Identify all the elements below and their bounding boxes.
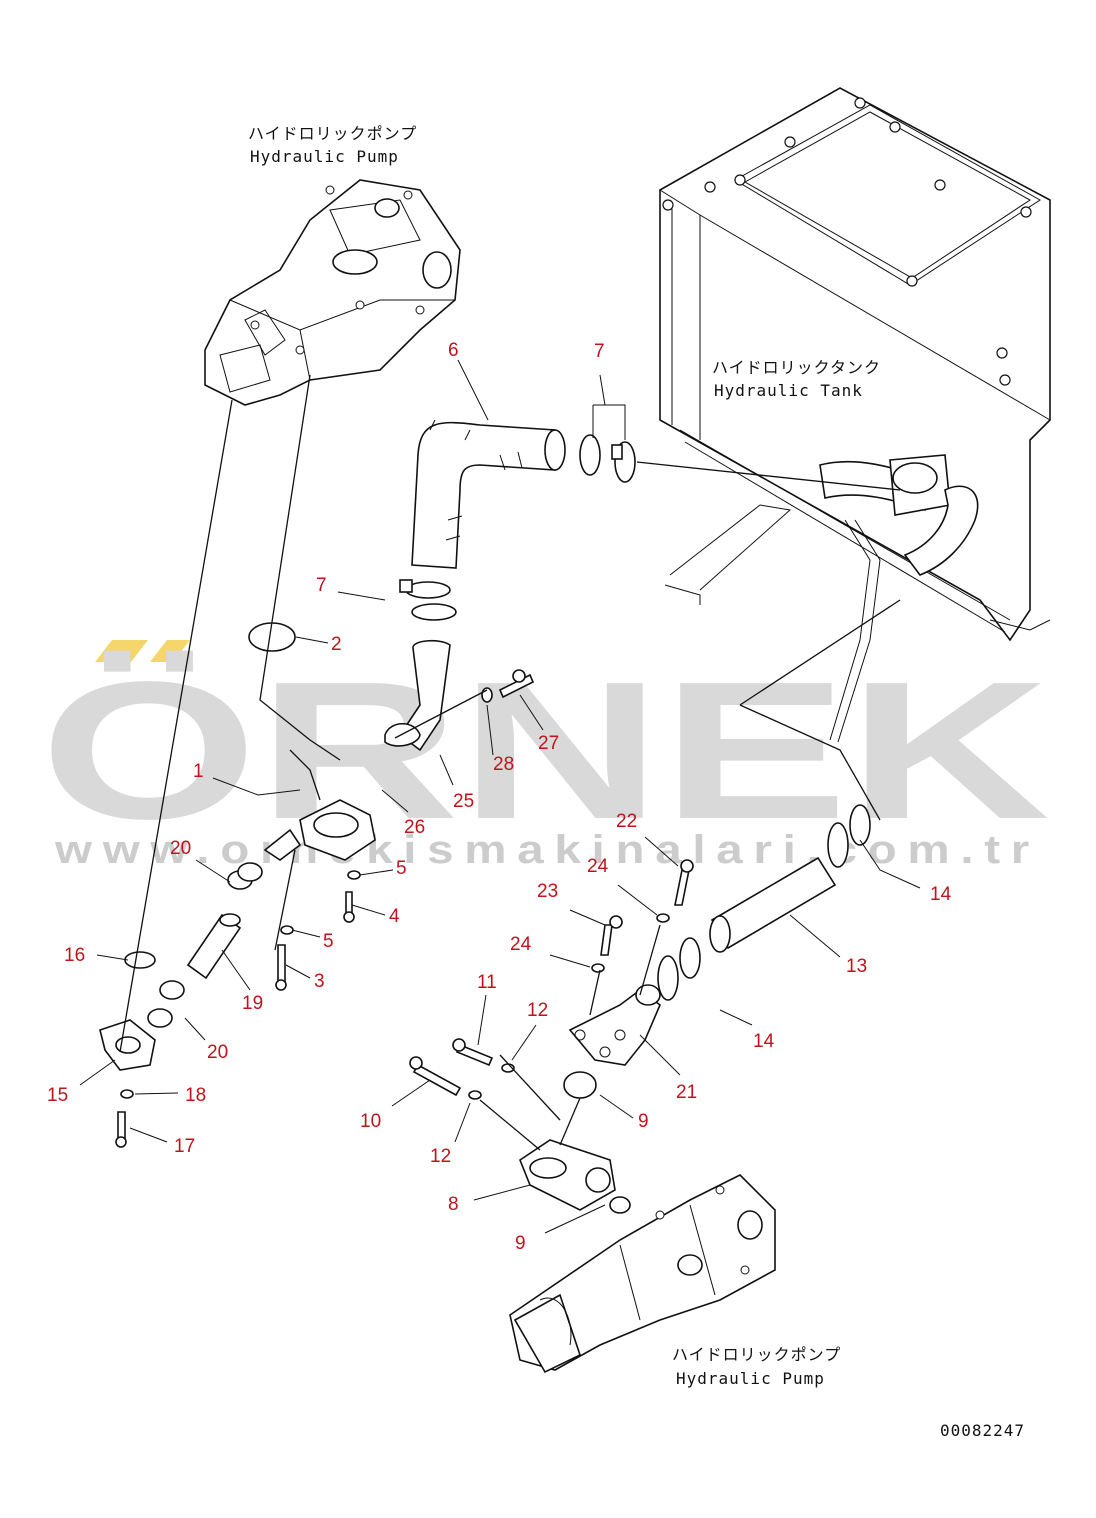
pump-top-label-en: Hydraulic Pump [250, 147, 399, 166]
callout-7a: 7 [594, 341, 605, 362]
hydraulic-pump-bottom [509, 1174, 776, 1374]
clamps-7-lower [399, 579, 457, 621]
callout-3: 3 [314, 971, 325, 992]
watermark-accent-left [95, 640, 148, 662]
flange-8 [519, 1139, 616, 1211]
callout-8: 8 [448, 1194, 459, 1215]
leader-lines [79, 359, 921, 1234]
callout-4: 4 [389, 906, 400, 927]
tank-bolts [662, 97, 1032, 386]
callout-28: 28 [493, 754, 514, 775]
callout-17: 17 [174, 1136, 195, 1157]
callout-21: 21 [676, 1082, 697, 1103]
watermark-word: ÖRNEK [40, 641, 1050, 860]
watermark-accent-right [150, 640, 190, 662]
callouts: 1 2 3 4 5 5 6 7 7 8 9 9 10 11 12 12 13 1… [47, 340, 952, 1254]
clamps-14 [657, 804, 871, 1001]
callout-11: 11 [477, 972, 497, 993]
callout-14b: 14 [753, 1031, 775, 1052]
callout-12a: 12 [527, 1000, 548, 1021]
hydraulic-pump-top [204, 179, 461, 406]
callout-5a: 5 [396, 858, 407, 879]
elbow-21 [568, 984, 661, 1066]
pump-bottom-label-ja: ハイドロリックポンプ [672, 1345, 841, 1364]
callout-9a: 9 [638, 1111, 649, 1132]
callout-24b: 24 [510, 934, 532, 955]
callout-27: 27 [538, 733, 559, 754]
callout-5b: 5 [323, 931, 334, 952]
callout-14a: 14 [930, 884, 952, 905]
hose-19 [186, 913, 242, 980]
callout-16: 16 [64, 945, 85, 966]
callout-9b: 9 [515, 1233, 526, 1254]
callout-26: 26 [404, 817, 425, 838]
flange-1 [263, 799, 376, 861]
callout-1: 1 [193, 761, 204, 782]
callout-10: 10 [360, 1111, 381, 1132]
drawing-number: 00082247 [940, 1421, 1025, 1440]
hydraulic-tank [659, 87, 1051, 743]
clamps-7-upper [579, 434, 636, 483]
callout-2: 2 [331, 634, 342, 655]
hose-6 [411, 419, 566, 569]
callout-13: 13 [846, 956, 867, 977]
callout-7b: 7 [316, 575, 327, 596]
clamps-20 [147, 862, 263, 1028]
watermark: ÖRNEK www.ornekismakinalari.com.tr [40, 640, 1050, 872]
callout-12b: 12 [430, 1146, 451, 1167]
callout-18: 18 [185, 1085, 206, 1106]
callout-23: 23 [537, 881, 558, 902]
flange-15 [99, 1019, 156, 1071]
callout-22: 22 [616, 811, 637, 832]
callout-24a: 24 [587, 856, 609, 877]
pump-bottom-label-en: Hydraulic Pump [676, 1369, 825, 1388]
hose-13 [709, 856, 837, 953]
callout-19: 19 [242, 993, 263, 1014]
callout-6: 6 [448, 340, 459, 361]
callout-15: 15 [47, 1085, 68, 1106]
connection-lines [119, 374, 901, 1151]
tank-label-ja: ハイドロリックタンク [712, 358, 881, 377]
pump-top-label-ja: ハイドロリックポンプ [248, 124, 417, 143]
small-parts [120, 622, 670, 1214]
watermark-url: www.ornekismakinalari.com.tr [54, 828, 1040, 872]
callout-20b: 20 [207, 1042, 228, 1063]
bolts [115, 669, 694, 1148]
callout-20a: 20 [170, 838, 191, 859]
callout-25: 25 [453, 791, 474, 812]
tank-label-en: Hydraulic Tank [714, 381, 863, 400]
